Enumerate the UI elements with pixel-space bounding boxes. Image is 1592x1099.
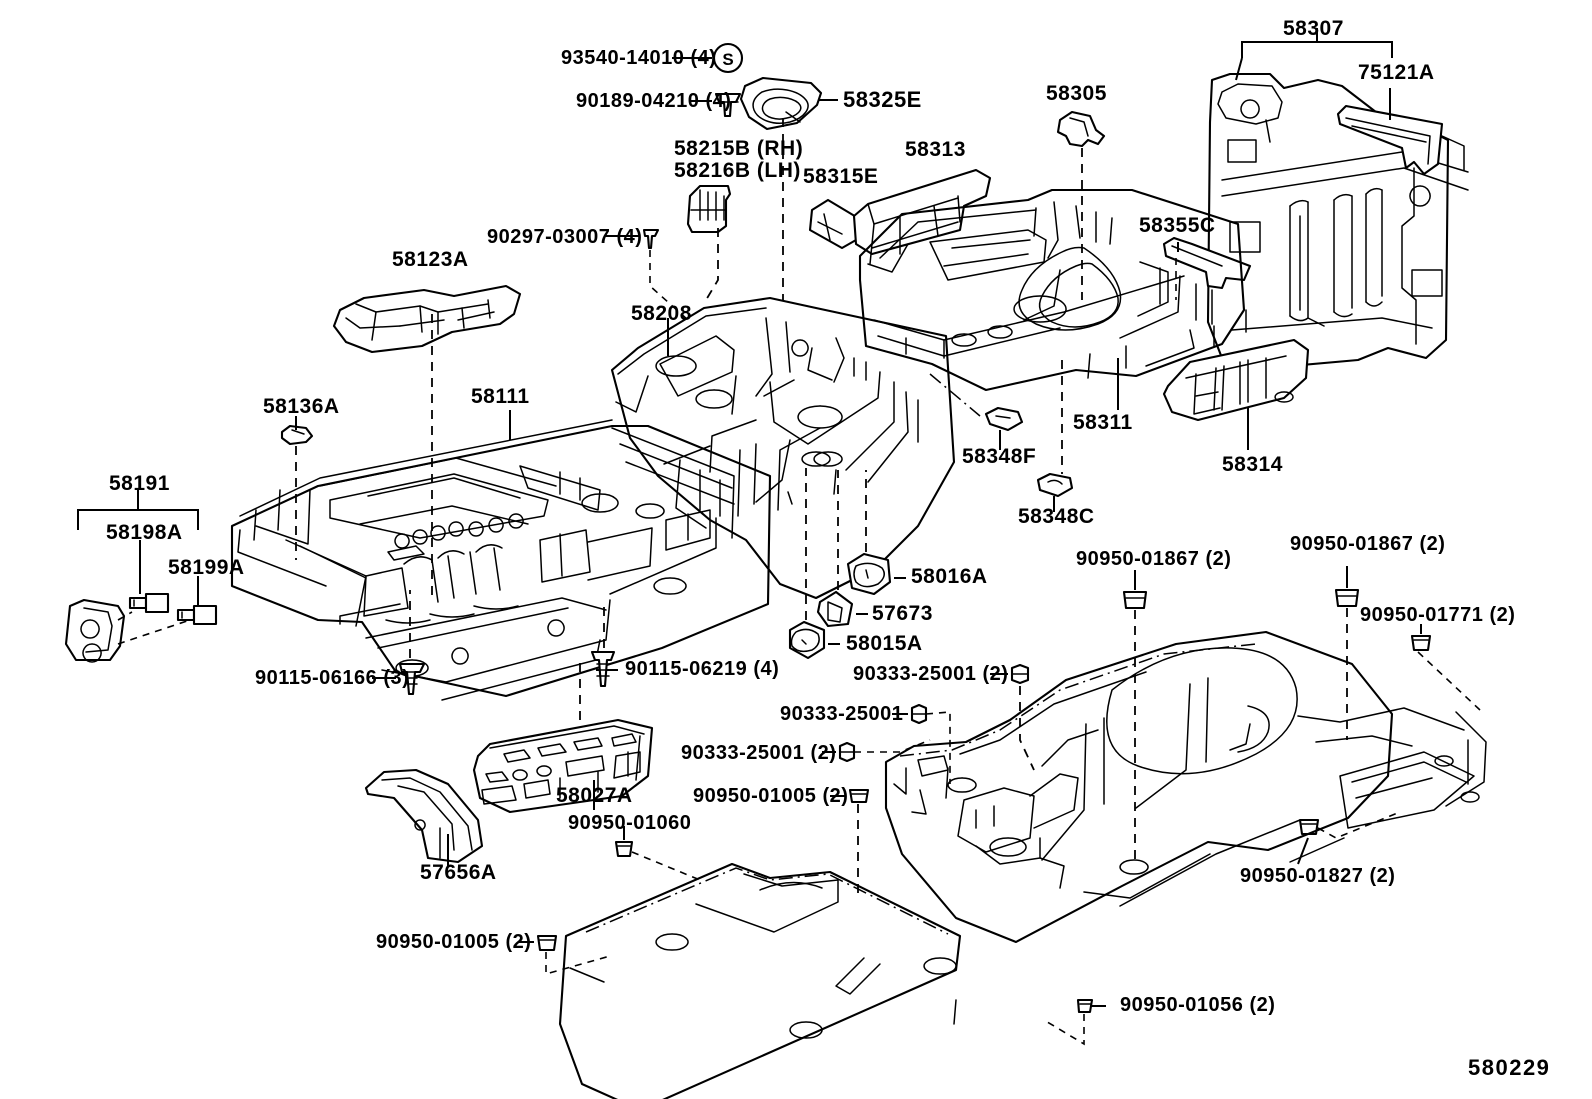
part-90333-25001-nut-c [822, 741, 856, 763]
part-58208-center-floor-pan [610, 296, 956, 600]
label-90950-01771: 90950-01771 (2) [1360, 604, 1516, 626]
label-58191: 58191 [109, 472, 170, 495]
part-90297-03007-bolt [604, 228, 660, 250]
bracket-58307 [1241, 28, 1393, 58]
part-90950-01827-plug [1297, 818, 1320, 865]
label-58216B: 58216B (LH) [674, 159, 801, 182]
label-90950-01867-b: 90950-01867 (2) [1290, 533, 1446, 555]
part-58015A-plug [788, 620, 840, 660]
part-93540-14010-symbol: S [672, 42, 744, 74]
label-90189-04210: 90189-04210 (4) [576, 90, 732, 112]
part-90950-01005-plug-a [830, 788, 870, 804]
label-58315E: 58315E [803, 165, 879, 188]
label-57673: 57673 [872, 602, 933, 625]
label-90333-25001-b: 90333-25001 [780, 703, 904, 725]
part-90333-25001-nut-a [990, 663, 1030, 685]
part-58027A-reinforcement [472, 718, 654, 814]
diagram-id: 580229 [1468, 1055, 1551, 1080]
label-90333-25001-a: 90333-25001 (2) [853, 663, 1009, 685]
label-58111: 58111 [471, 385, 530, 408]
label-58215B: 58215B (RH) [674, 137, 804, 160]
part-90115-06166-bolt [372, 662, 426, 696]
part-90950-01060-plug [614, 826, 634, 858]
label-90950-01827: 90950-01827 (2) [1240, 865, 1396, 887]
part-90950-01867-plug-b [1334, 566, 1360, 608]
label-58348F: 58348F [962, 445, 1037, 468]
part-58199A-pin [176, 604, 218, 626]
label-90297-03007: 90297-03007 (4) [487, 226, 643, 248]
part-58355C-bracket [1162, 236, 1252, 290]
label-58208: 58208 [631, 302, 692, 325]
label-58348C: 58348C [1018, 505, 1095, 528]
part-90115-06219-bolt [590, 650, 618, 688]
part-rear-floor-lower-assembly [884, 630, 1487, 944]
part-57673-plug [816, 590, 868, 628]
part-58325E [739, 76, 838, 131]
part-58198A-pin [128, 592, 170, 614]
label-58015A: 58015A [846, 632, 923, 655]
part-90189-04210-clip [690, 92, 742, 118]
label-58136A: 58136A [263, 395, 340, 418]
part-floor-cover-panel [558, 862, 962, 1099]
label-58123A: 58123A [392, 248, 469, 271]
label-58016A: 58016A [911, 565, 988, 588]
label-58027A: 58027A [556, 784, 633, 807]
part-90333-25001-nut-b [892, 703, 928, 725]
label-90115-06219: 90115-06219 (4) [625, 658, 780, 680]
part-58215B-58216B-bracket [686, 184, 732, 234]
part-90950-01771-plug [1410, 624, 1432, 652]
part-58315E-member [808, 198, 860, 250]
part-58348F-plug [984, 406, 1024, 432]
part-75121A-molding [1336, 104, 1444, 176]
part-58305-bracket [1056, 110, 1106, 148]
part-58016A-plug [846, 552, 906, 596]
part-90950-01867-plug-a [1122, 570, 1148, 610]
part-58314-crossmember [1162, 338, 1310, 422]
label-90950-01056: 90950-01056 (2) [1120, 994, 1276, 1016]
label-58313: 58313 [905, 138, 966, 161]
label-58314: 58314 [1222, 453, 1283, 476]
label-90950-01005-b: 90950-01005 (2) [376, 931, 532, 953]
part-58123A-crossmember [332, 284, 522, 354]
part-57656A-bracket [364, 768, 484, 864]
part-58311-rear-floor-pan [858, 188, 1246, 392]
part-58136A-clip [280, 424, 314, 446]
bracket-group-58191 [77, 490, 199, 530]
part-58307-rear-panel [1206, 72, 1469, 370]
label-90950-01005-a: 90950-01005 (2) [693, 785, 849, 807]
label-57656A: 57656A [420, 861, 497, 884]
part-90950-01056-plug [1076, 998, 1106, 1014]
label-90333-25001-c: 90333-25001 (2) [681, 742, 837, 764]
label-90115-06166: 90115-06166 (3) [255, 667, 410, 689]
label-58199A: 58199A [168, 556, 245, 579]
label-75121A: 75121A [1358, 61, 1435, 84]
label-58325E: 58325E [843, 87, 922, 112]
label-58355C: 58355C [1139, 214, 1216, 237]
label-90950-01060: 90950-01060 [568, 812, 692, 834]
svg-text:S: S [722, 50, 733, 69]
label-93540-14010: 93540-14010 (4) [561, 47, 717, 69]
label-90950-01867-a: 90950-01867 (2) [1076, 548, 1232, 570]
label-58311: 58311 [1073, 411, 1133, 434]
part-58111-front-floor-pan [230, 419, 772, 701]
label-58305: 58305 [1046, 82, 1107, 105]
part-58191-bracket [64, 598, 126, 663]
part-58348C-plug [1036, 472, 1074, 498]
label-58198A: 58198A [106, 521, 183, 544]
label-58307: 58307 [1283, 17, 1344, 40]
part-90950-01005-plug-b [518, 934, 558, 952]
